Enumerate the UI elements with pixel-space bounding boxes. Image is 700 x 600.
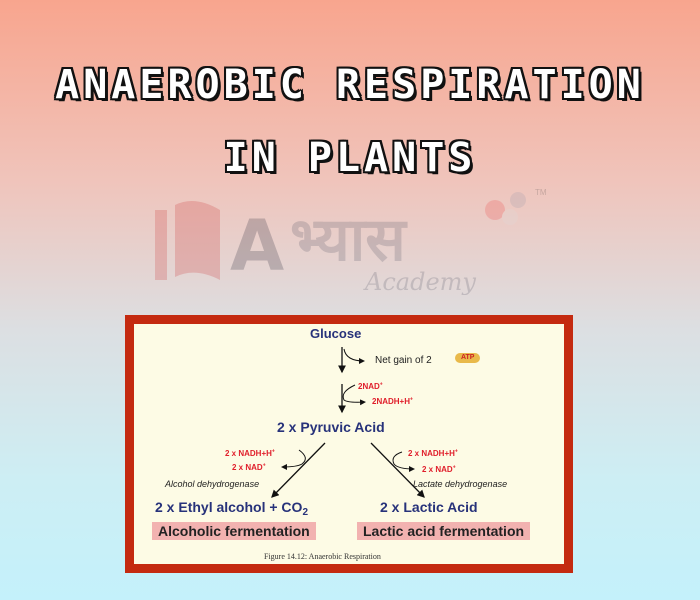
arrow-atp xyxy=(343,348,365,364)
alcoholic-fermentation-label: Alcoholic fermentation xyxy=(152,522,316,540)
figure-caption: Figure 14.12: Anaerobic Respiration xyxy=(264,552,381,561)
glucose-label: Glucose xyxy=(310,326,362,341)
title-line-2: IN PLANTS xyxy=(223,135,477,181)
net-gain-label: Net gain of 2 xyxy=(375,355,432,366)
nad-label: 2NAD xyxy=(358,382,380,391)
alcohol-dehydrogenase-label: Alcohol dehydrogenase xyxy=(165,479,260,489)
arrow-nad-cycle xyxy=(342,384,366,406)
watermark-logo: TM A भ्यास Academy xyxy=(150,185,550,295)
lactic-acid-label: 2 x Lactic Acid xyxy=(380,499,478,515)
arrow-right-nad xyxy=(392,451,415,472)
pyruvic-acid-label: 2 x Pyruvic Acid xyxy=(277,419,385,435)
arrow-left-nad xyxy=(281,449,306,470)
right-nadh-label: 2 x NADH+H xyxy=(408,449,455,458)
title-line-1: ANAEROBIC RESPIRATION xyxy=(55,62,645,108)
right-nad-label: 2 x NAD xyxy=(422,465,453,474)
left-nadh-label: 2 x NADH+H xyxy=(225,449,272,458)
watermark-tm: TM xyxy=(535,188,547,197)
book-icon: TM A भ्यास Academy xyxy=(155,188,547,295)
lactate-dehydrogenase-label: Lactate dehydrogenase xyxy=(413,479,508,489)
arrow-to-lactic xyxy=(370,442,425,498)
co2-subscript: 2 xyxy=(302,507,308,518)
nadh-label: 2NADH+H xyxy=(372,397,411,406)
svg-text:A: A xyxy=(230,205,284,287)
left-nad-label: 2 x NAD xyxy=(232,463,263,472)
svg-text:भ्यास: भ्यास xyxy=(290,205,408,275)
atp-badge: ATP xyxy=(455,353,481,364)
ethyl-alcohol-label: 2 x Ethyl alcohol + CO xyxy=(155,499,303,515)
lactic-fermentation-label: Lactic acid fermentation xyxy=(357,522,531,540)
arrow-to-ethanol xyxy=(271,442,326,498)
svg-text:Academy: Academy xyxy=(363,268,476,295)
